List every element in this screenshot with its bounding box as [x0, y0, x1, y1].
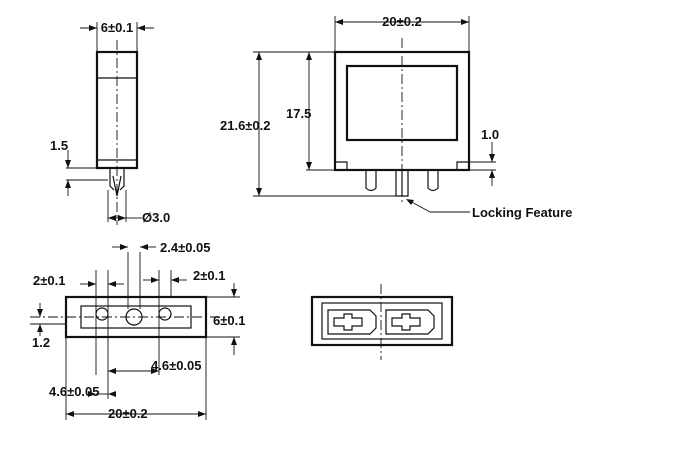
front-height-body-label: 17.5	[286, 106, 311, 121]
bottom-view: 2.4±0.05 2±0.1 2±0.1 6±0.1 1.2 4.6±0.05	[30, 240, 245, 421]
bottom-width-label: 20±0.2	[108, 406, 148, 421]
bottom-pin-width-label: 2.4±0.05	[160, 240, 211, 255]
bottom-hole-right	[158, 307, 172, 321]
top-view-cavity-left	[327, 309, 377, 335]
front-height-total-label: 21.6±0.2	[220, 118, 271, 133]
side-width-label: 6±0.1	[101, 20, 133, 35]
bottom-offset-left-label: 2±0.1	[33, 273, 65, 288]
lead-offset-label: 1.5	[50, 138, 68, 153]
side-view: 6±0.1 1.5 Ø3.0	[50, 20, 170, 225]
top-view-body	[310, 295, 454, 347]
front-view-pin-left	[365, 170, 377, 192]
front-view: 20±0.2 21.6±0.2 17.5 1.0 Locking Feature	[220, 14, 572, 220]
top-view	[310, 284, 454, 360]
front-step-label: 1.0	[481, 127, 499, 142]
bottom-height-label: 6±0.1	[213, 313, 245, 328]
side-view-pin	[109, 168, 125, 191]
bottom-small-label: 1.2	[32, 335, 50, 350]
bottom-pitch-left-label: 4.6±0.05	[49, 384, 100, 399]
bottom-hole-left	[95, 307, 109, 321]
top-view-cavity-right	[385, 309, 435, 335]
bottom-hole-center	[125, 308, 143, 326]
pin-diameter-label: Ø3.0	[142, 210, 170, 225]
front-view-pin-right	[427, 170, 439, 192]
locking-feature-callout: Locking Feature	[472, 205, 572, 220]
bottom-pitch-right-label: 4.6±0.05	[151, 358, 202, 373]
bottom-offset-right-label: 2±0.1	[193, 268, 225, 283]
front-width-label: 20±0.2	[382, 14, 422, 29]
